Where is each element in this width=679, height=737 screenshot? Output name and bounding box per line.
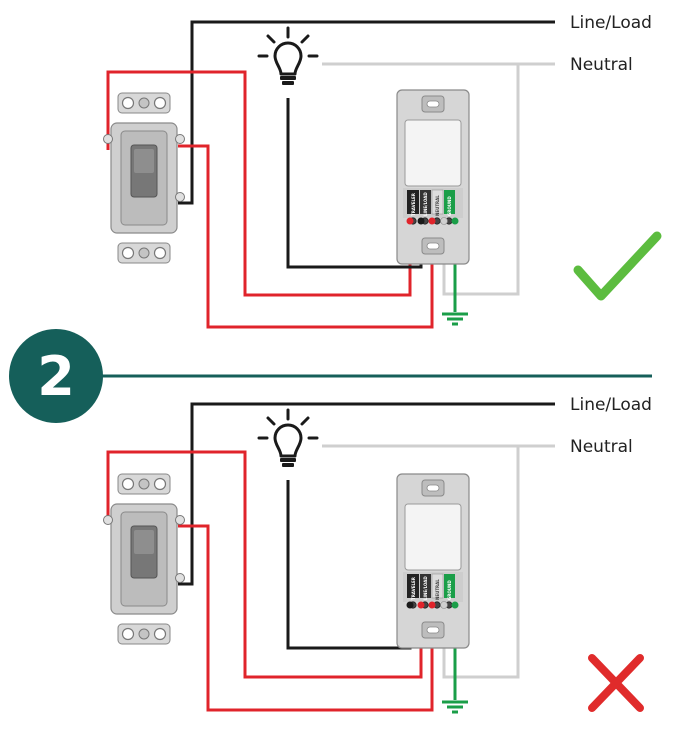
- line-load-wire: [178, 20, 555, 205]
- three-way-switch: [102, 473, 186, 645]
- step-number: 2: [37, 345, 75, 408]
- terminal-traveler-label: TRAVELER: [411, 577, 416, 600]
- step-divider: 2: [9, 329, 652, 423]
- terminal-labels: TRAVELER LINE/LOAD NEUTRAL GROUND: [411, 576, 452, 600]
- ground-symbol-icon: [440, 700, 470, 714]
- line-load-wire: [178, 402, 555, 586]
- neutral-wire: [442, 62, 555, 296]
- cross-icon: [588, 654, 644, 712]
- bulb-load-wire: [286, 480, 412, 650]
- terminal-ground-label: GROUND: [447, 196, 452, 216]
- terminal-neutral-label: NEUTRAL: [435, 195, 440, 216]
- terminal-labels: TRAVELER LINE/LOAD NEUTRAL GROUND: [411, 192, 452, 216]
- neutral-wire: [442, 444, 555, 679]
- traveler-wire-2: [178, 144, 434, 329]
- terminal-line-load-label: LINE/LOAD: [423, 192, 428, 216]
- step-badge: [9, 329, 103, 423]
- traveler-wire-1: [106, 70, 412, 297]
- light-bulb-icon: [257, 26, 319, 87]
- line-load-label: Line/Load: [570, 395, 652, 415]
- ground-symbol-icon: [440, 312, 470, 326]
- traveler-wire-2: [178, 524, 434, 712]
- neutral-label: Neutral: [570, 437, 633, 457]
- terminal-line-load-label: LINE/LOAD: [423, 576, 428, 600]
- neutral-label: Neutral: [570, 55, 633, 75]
- light-bulb-icon: [257, 408, 319, 469]
- checkmark-icon: [573, 231, 662, 301]
- panel-correct: TRAVELER LINE/LOAD NEUTRAL GROUND Line/L…: [102, 13, 662, 329]
- terminal-traveler-label: TRAVELER: [411, 193, 416, 216]
- traveler-wire-1: [106, 450, 423, 679]
- smart-switch-device: [396, 473, 470, 649]
- smart-switch-device: [396, 89, 470, 265]
- terminal-ground-label: GROUND: [447, 580, 452, 600]
- line-load-label: Line/Load: [570, 13, 652, 33]
- terminal-neutral-label: NEUTRAL: [435, 579, 440, 600]
- three-way-switch: [102, 92, 186, 264]
- panel-incorrect: TRAVELER LINE/LOAD NEUTRAL GROUND Line/L…: [102, 395, 652, 714]
